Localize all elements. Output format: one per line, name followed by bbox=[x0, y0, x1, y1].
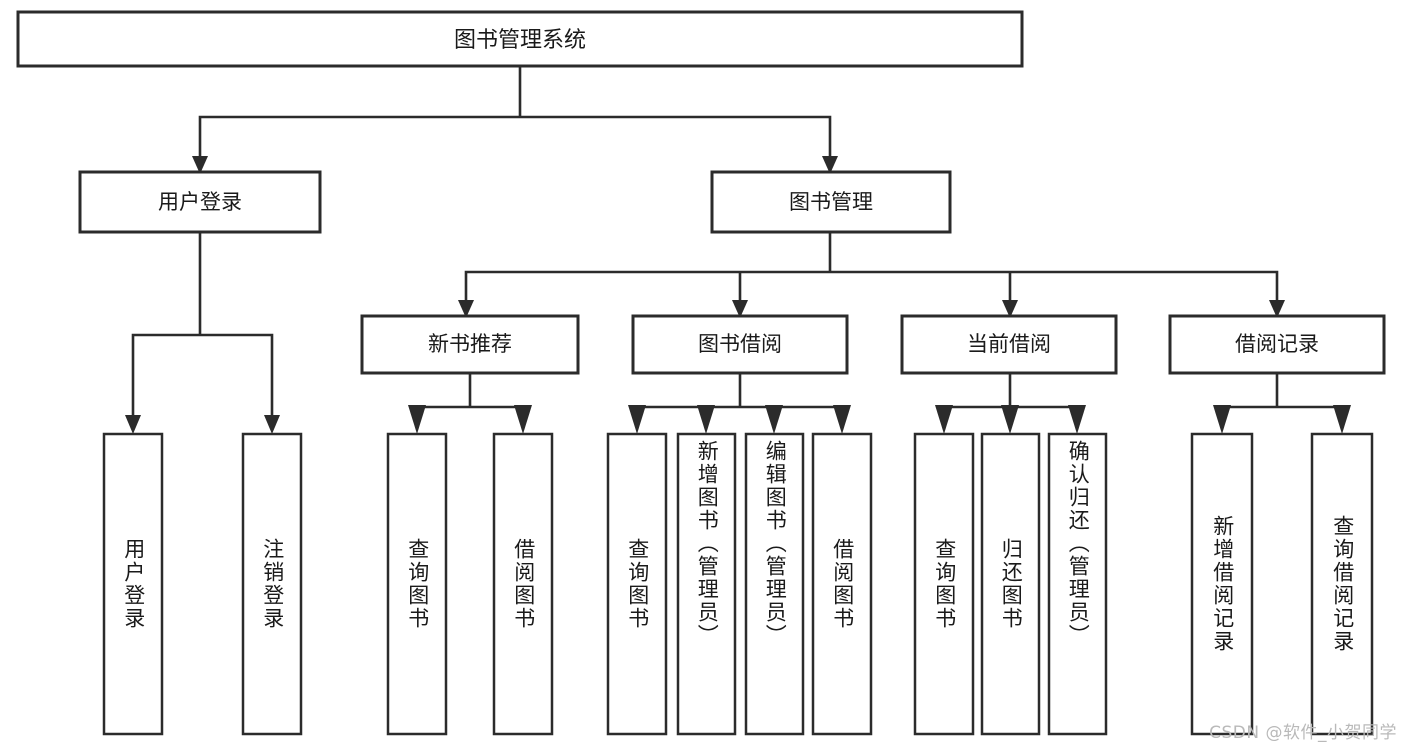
node-leaf-add-record[interactable] bbox=[1190, 432, 1254, 736]
node-book-manage[interactable]: 图书管理 bbox=[710, 170, 952, 234]
arrow-to-user-login bbox=[192, 156, 208, 174]
node-book-borrow-label: 图书借阅 bbox=[698, 332, 782, 356]
node-leaf-user-login[interactable] bbox=[102, 432, 164, 736]
node-borrow-record-label: 借阅记录 bbox=[1235, 332, 1319, 356]
arrow-to-leaf-edit-book bbox=[765, 405, 783, 434]
arrow-to-leaf-query-record bbox=[1333, 405, 1351, 434]
connector-new-book-recommend-to-leaves bbox=[408, 371, 532, 434]
arrow-to-new-book-recommend bbox=[458, 300, 474, 318]
connector-current-borrow-to-leaves bbox=[935, 371, 1086, 434]
node-leaf-edit-book[interactable] bbox=[744, 432, 805, 736]
node-root[interactable]: 图书管理系统 bbox=[16, 10, 1024, 68]
arrow-to-leaf-add-record bbox=[1213, 405, 1231, 434]
node-book-borrow[interactable]: 图书借阅 bbox=[631, 314, 849, 375]
node-current-borrow-label: 当前借阅 bbox=[967, 332, 1051, 356]
node-user-login[interactable]: 用户登录 bbox=[78, 170, 322, 234]
node-book-manage-label: 图书管理 bbox=[789, 190, 873, 214]
arrow-to-current-borrow bbox=[1002, 300, 1018, 318]
node-leaf-query-book-1[interactable] bbox=[386, 432, 448, 736]
node-current-borrow[interactable]: 当前借阅 bbox=[900, 314, 1118, 375]
connector-root-to-level2 bbox=[192, 64, 838, 174]
arrow-to-book-manage bbox=[822, 156, 838, 174]
node-leaf-confirm-return[interactable] bbox=[1047, 432, 1108, 736]
node-leaf-query-record[interactable] bbox=[1310, 432, 1374, 736]
node-user-login-label: 用户登录 bbox=[158, 190, 242, 214]
arrow-to-leaf-add-book bbox=[697, 405, 715, 434]
connector-book-manage-to-level3 bbox=[458, 230, 1285, 318]
node-new-book-recommend[interactable]: 新书推荐 bbox=[360, 314, 580, 375]
watermark-text: CSDN @软件_小贺同学 bbox=[1209, 723, 1397, 743]
arrow-to-leaf-user-login bbox=[125, 415, 141, 434]
connector-user-login-to-leaves bbox=[125, 230, 280, 434]
arrow-to-leaf-return-book bbox=[1001, 405, 1019, 434]
node-leaf-borrow-book-1[interactable] bbox=[492, 432, 554, 736]
arrow-to-leaf-confirm-return bbox=[1068, 405, 1086, 434]
arrow-to-leaf-borrow-book-1 bbox=[514, 405, 532, 434]
arrow-to-leaf-borrow-book-2 bbox=[833, 405, 851, 434]
node-leaf-logout[interactable] bbox=[241, 432, 303, 736]
node-new-book-recommend-label: 新书推荐 bbox=[428, 332, 512, 356]
arrow-to-leaf-query-book-1 bbox=[408, 405, 426, 434]
connector-book-borrow-to-leaves bbox=[628, 371, 851, 434]
node-leaf-query-book-3[interactable] bbox=[913, 432, 975, 736]
node-root-label: 图书管理系统 bbox=[454, 28, 586, 53]
arrow-to-leaf-query-book-3 bbox=[935, 405, 953, 434]
node-leaf-query-book-2[interactable] bbox=[606, 432, 668, 736]
node-leaf-borrow-book-2[interactable] bbox=[811, 432, 873, 736]
node-leaf-return-book[interactable] bbox=[980, 432, 1041, 736]
connector-borrow-record-to-leaves bbox=[1213, 371, 1351, 434]
arrow-to-leaf-logout bbox=[264, 415, 280, 434]
node-leaf-add-book[interactable] bbox=[676, 432, 737, 736]
arrow-to-leaf-query-book-2 bbox=[628, 405, 646, 434]
arrow-to-borrow-record bbox=[1269, 300, 1285, 318]
arrow-to-book-borrow bbox=[732, 300, 748, 318]
node-borrow-record[interactable]: 借阅记录 bbox=[1168, 314, 1386, 375]
